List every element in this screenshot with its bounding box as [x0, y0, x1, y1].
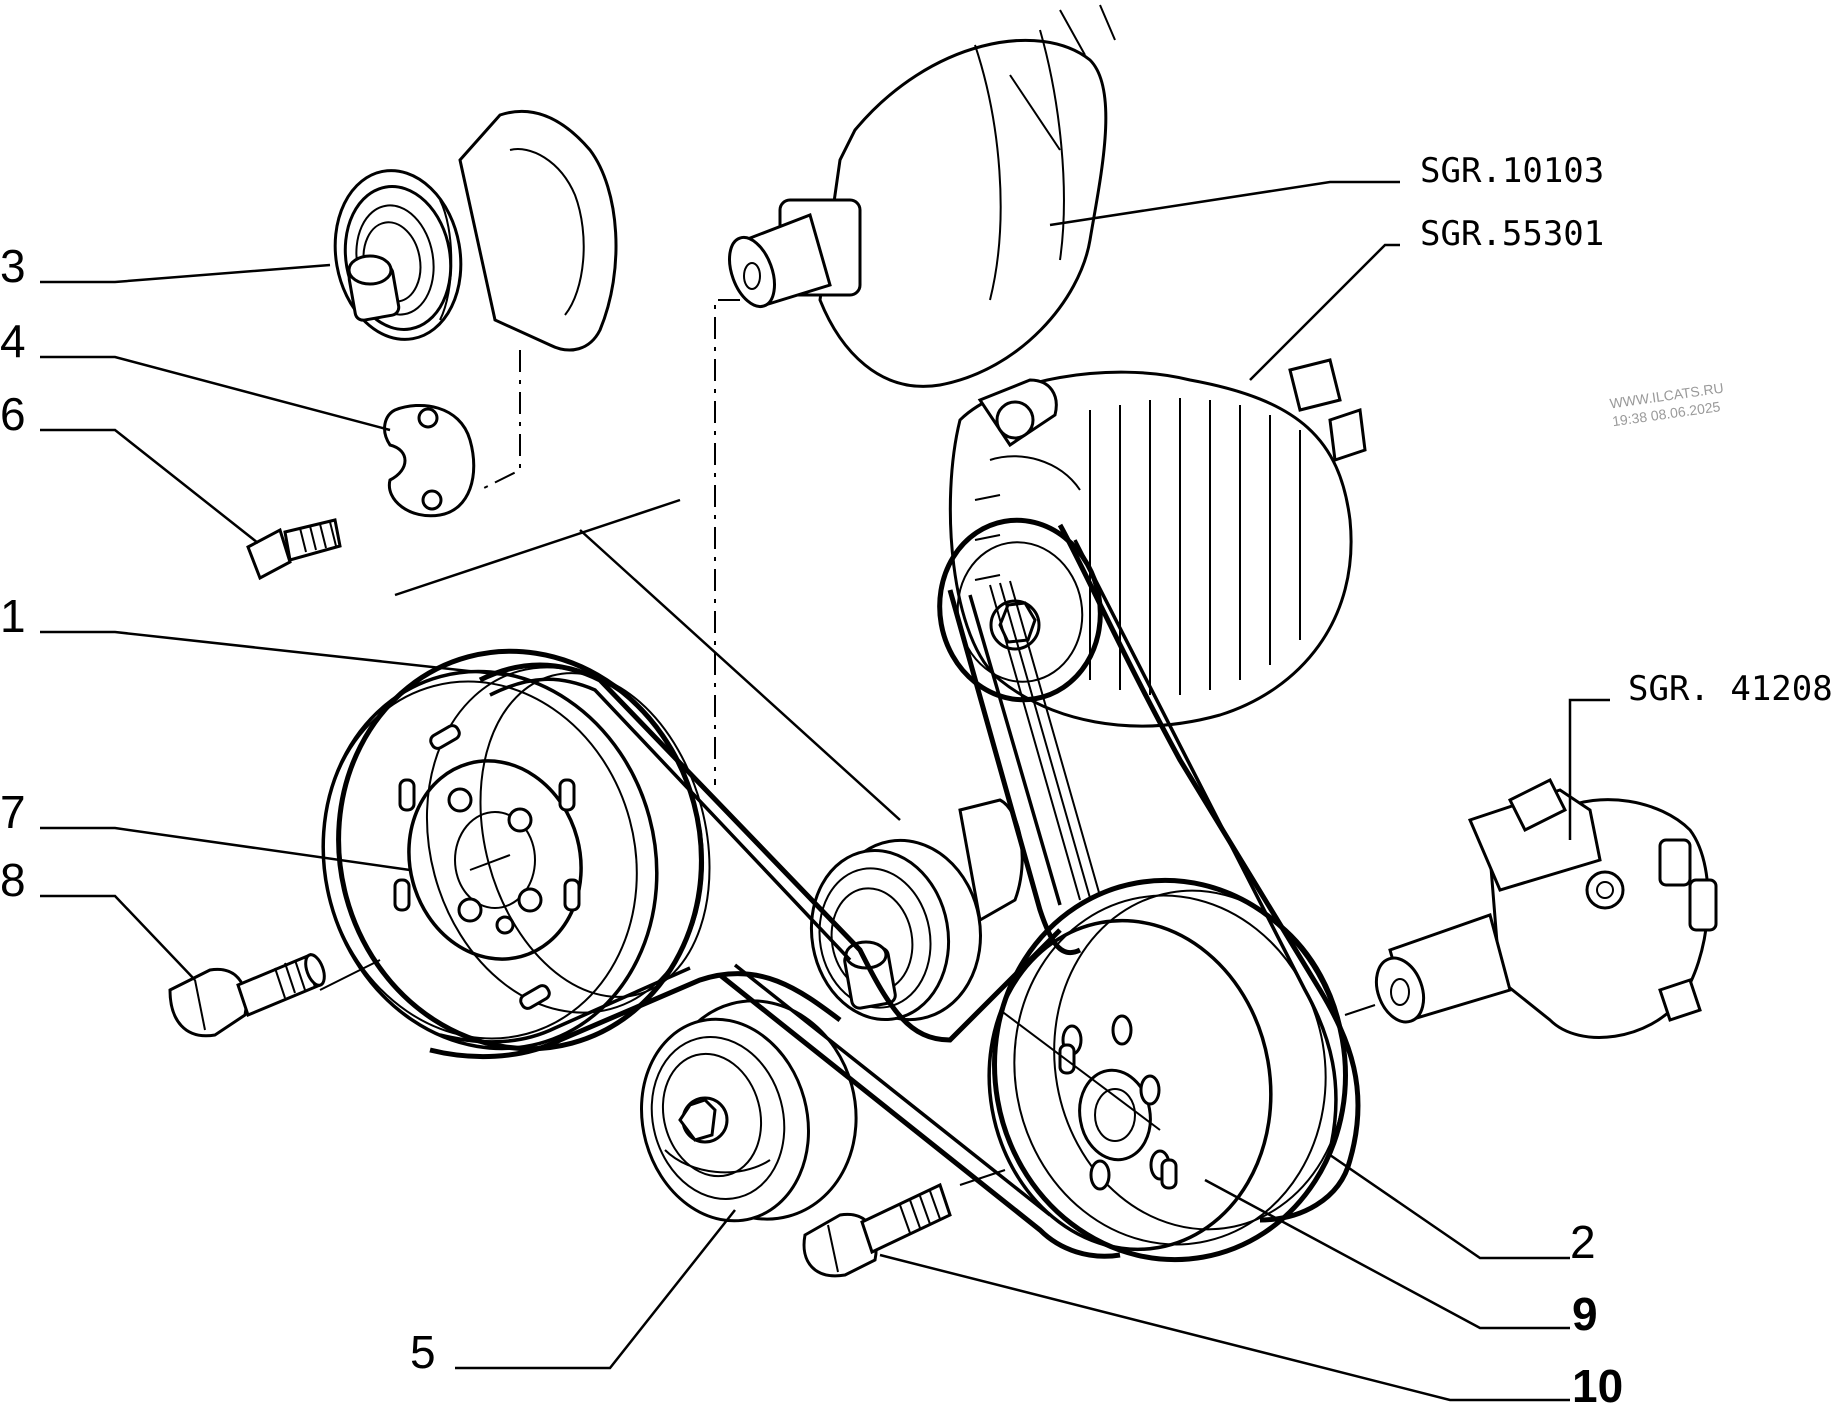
crank-pulley-drawing [321, 648, 711, 1052]
callout-6: 6 [0, 388, 26, 440]
callout-5: 5 [410, 1326, 436, 1378]
callout-2: 2 [1570, 1216, 1596, 1268]
alternator-drawing [948, 358, 1367, 728]
screw-small-drawing [246, 518, 342, 581]
callout-3: 3 [0, 240, 26, 292]
bolt-pump-drawing [802, 1182, 952, 1278]
ref-crankshaft[interactable]: SGR.10103 [1420, 151, 1604, 191]
leader-lines [40, 180, 1610, 1402]
belt-1-drawing [429, 662, 1121, 1259]
bolt-pulley-drawing [168, 952, 326, 1038]
crankshaft-drawing [728, 4, 1116, 388]
belt-2-drawing [937, 517, 1361, 1223]
watermark: WWW.ILCATS.RU 19:38 08.06.2025 [1609, 380, 1725, 430]
callout-9: 9 [1572, 1288, 1598, 1340]
plate-drawing [383, 403, 476, 518]
pump-pulley-drawing [987, 877, 1348, 1263]
ref-power-steering-pump[interactable]: SGR. 41208 [1628, 669, 1833, 709]
callout-10: 10 [1572, 1360, 1623, 1404]
callout-1: 1 [0, 590, 26, 642]
callout-4: 4 [0, 315, 26, 367]
callout-8: 8 [0, 854, 26, 906]
tensioner-pulley-drawing [333, 109, 618, 352]
power-steering-pump-drawing [1374, 777, 1718, 1039]
callout-7: 7 [0, 786, 26, 838]
ref-alternator[interactable]: SGR.55301 [1420, 214, 1604, 254]
assembly-axis-lines [319, 299, 1376, 1186]
idler-pulley-drawing [809, 798, 1024, 1022]
lower-tensioner-drawing [640, 999, 858, 1223]
